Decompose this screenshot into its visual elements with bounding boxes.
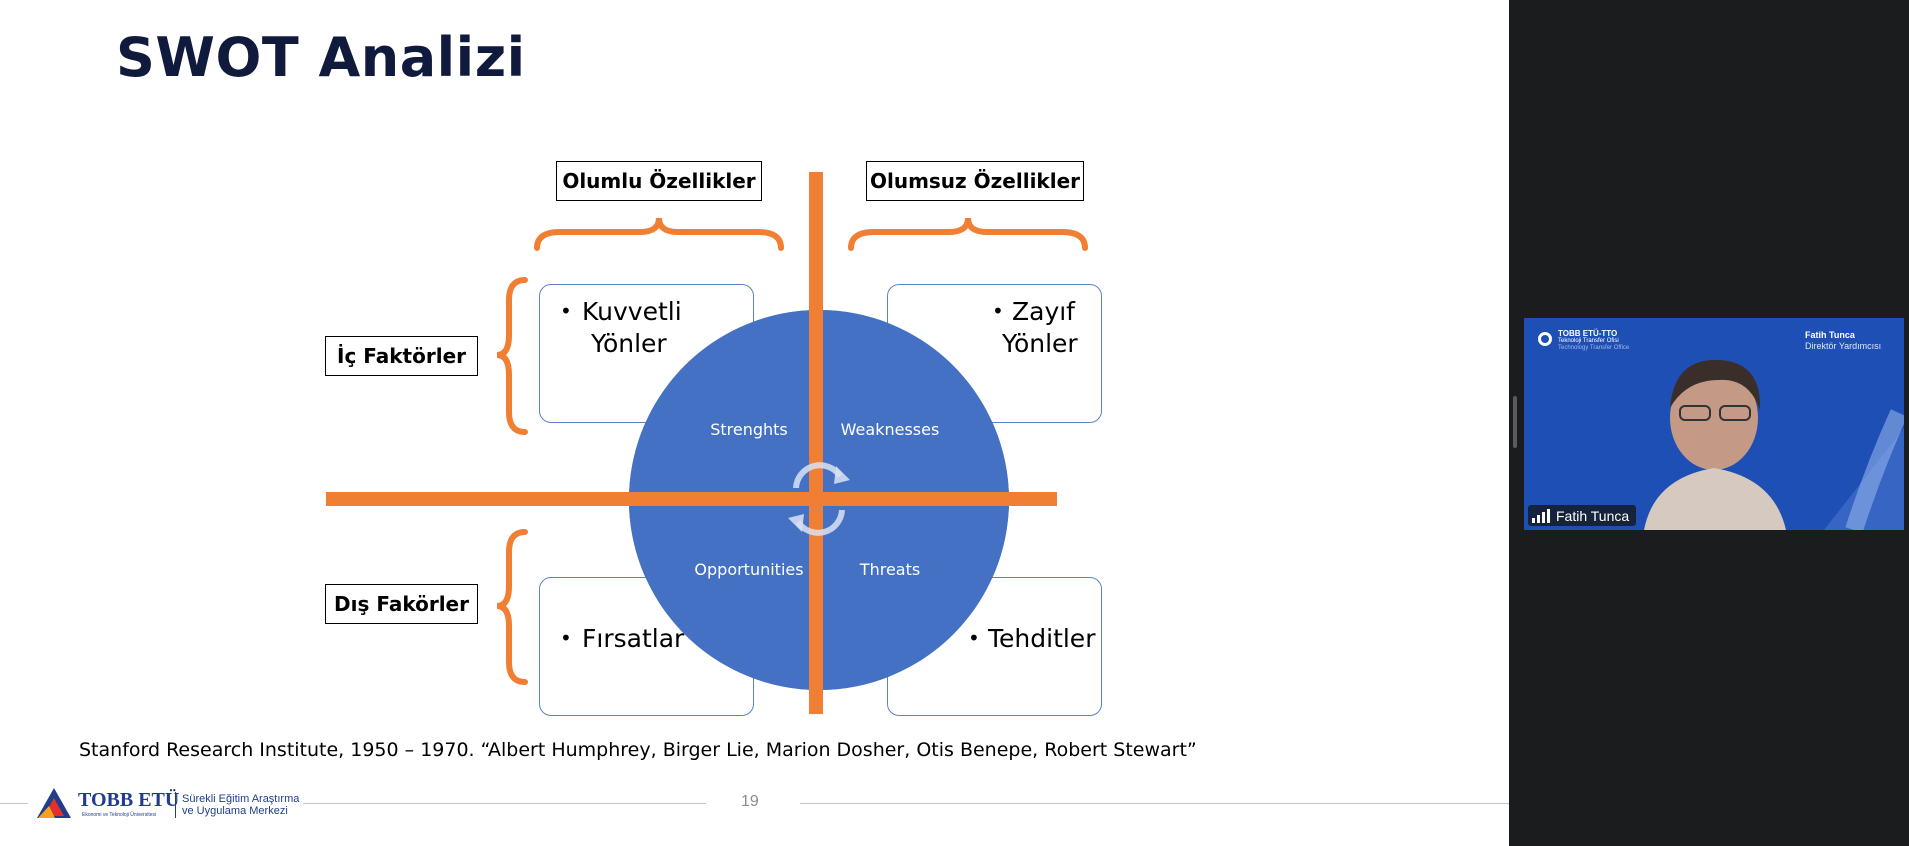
opportunities-box: • Fırsatlar bbox=[539, 577, 754, 716]
weaknesses-box: • Zayıf Yönler bbox=[887, 284, 1102, 423]
signal-strength-icon bbox=[1532, 508, 1550, 523]
weaknesses-line1: Zayıf bbox=[1012, 297, 1075, 326]
strengths-bullet: • bbox=[560, 299, 572, 323]
footer-line-left bbox=[0, 803, 28, 804]
opportunities-line1: Fırsatlar bbox=[582, 624, 685, 653]
slide-title: SWOT Analizi bbox=[116, 26, 526, 89]
logo-name: TOBB ETÜ bbox=[78, 789, 180, 811]
citation-text: Stanford Research Institute, 1950 – 1970… bbox=[79, 739, 1197, 761]
logo-right-line1: Sürekli Eğitim Araştırma bbox=[182, 793, 300, 805]
logo-subtitle: Ekonomi ve Teknoloji Üniversitesi bbox=[82, 812, 157, 818]
opportunities-bullet: • bbox=[560, 626, 572, 650]
footer-line-mid bbox=[303, 803, 706, 804]
threats-box: • Tehditler bbox=[887, 577, 1102, 716]
presentation-slide: SWOT Analizi • Kuvvetli Yönler • Zayıf Y… bbox=[0, 26, 1509, 822]
video-org-sub2: Technology Transfer Office bbox=[1558, 345, 1630, 351]
logo-right-line2: ve Uygulama Merkezi bbox=[182, 805, 288, 817]
video-org-sub: Teknoloji Transfer Ofisi bbox=[1558, 338, 1619, 344]
threats-bullet: • bbox=[968, 626, 980, 650]
positive-brace bbox=[534, 217, 784, 251]
video-org-name: TOBB ETÜ-TTO bbox=[1558, 329, 1618, 338]
video-person-role: Direktör Yardımcısı bbox=[1805, 341, 1882, 351]
participant-name: Fatih Tunca bbox=[1556, 507, 1630, 524]
logo-divider bbox=[175, 792, 176, 818]
external-factors-label: Dış Fakörler bbox=[325, 584, 478, 624]
footer-line-right bbox=[800, 803, 1509, 804]
negative-features-label: Olumsuz Özellikler bbox=[866, 161, 1084, 201]
video-background-art bbox=[1644, 359, 1904, 530]
panel-resize-handle[interactable] bbox=[1513, 396, 1517, 448]
strengths-box: • Kuvvetli Yönler bbox=[539, 284, 754, 423]
internal-brace bbox=[496, 277, 528, 435]
weaknesses-bullet: • bbox=[992, 299, 1004, 323]
negative-brace bbox=[848, 217, 1088, 251]
threats-line1: Tehditler bbox=[988, 624, 1096, 653]
video-person-name: Fatih Tunca bbox=[1805, 330, 1855, 340]
page-number: 19 bbox=[741, 793, 759, 810]
tobb-etu-logo: TOBB ETÜ Ekonomi ve Teknoloji Üniversite… bbox=[33, 786, 299, 822]
participant-name-label: Fatih Tunca bbox=[1528, 505, 1637, 526]
tto-logo-icon bbox=[1538, 332, 1552, 346]
external-brace bbox=[496, 529, 528, 685]
strengths-line1: Kuvvetli bbox=[582, 297, 682, 326]
positive-features-label: Olumlu Özellikler bbox=[556, 161, 762, 201]
tobb-logo-icon bbox=[37, 788, 71, 818]
logo-right-text: Sürekli Eğitim Araştırma ve Uygulama Mer… bbox=[182, 793, 299, 817]
internal-factors-label: İç Faktörler bbox=[325, 336, 478, 376]
strengths-line2: Yönler bbox=[591, 329, 667, 358]
participant-video-tile[interactable]: TOBB ETÜ-TTO Teknoloji Transfer Ofisi Te… bbox=[1524, 318, 1904, 530]
weaknesses-line2: Yönler bbox=[1002, 329, 1078, 358]
swot-diagram bbox=[496, 217, 1088, 690]
